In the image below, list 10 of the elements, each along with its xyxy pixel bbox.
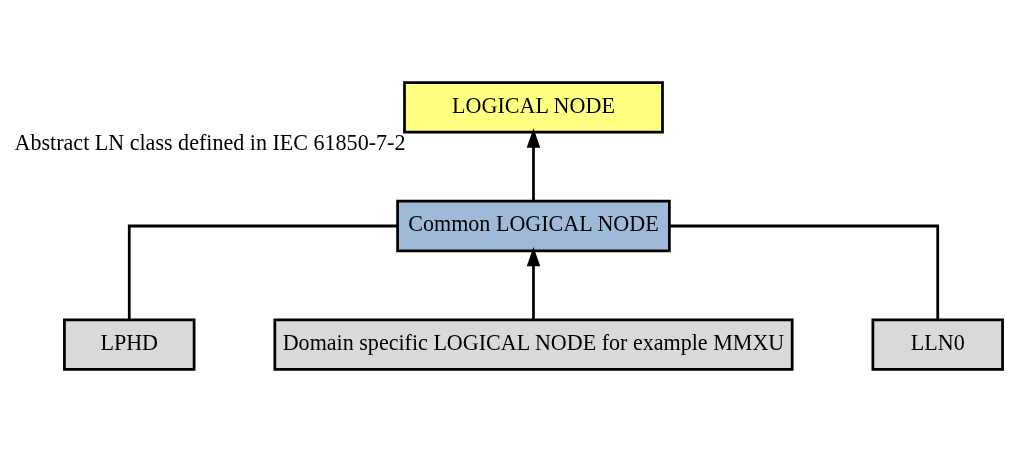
node-box: LOGICAL NODE [402,81,664,134]
arrow [526,246,540,320]
connector [127,224,397,320]
node-box: Common LOGICAL NODE [395,199,671,253]
connector [669,224,939,320]
node-box: LLN0 [871,318,1004,371]
node-label: Abstract LN class defined in IEC 61850-7-2 [14,129,405,155]
arrow [526,128,540,201]
node-box: Domain specific LOGICAL NODE for example MMXU [272,318,794,371]
node-box: LPHD [62,318,195,371]
